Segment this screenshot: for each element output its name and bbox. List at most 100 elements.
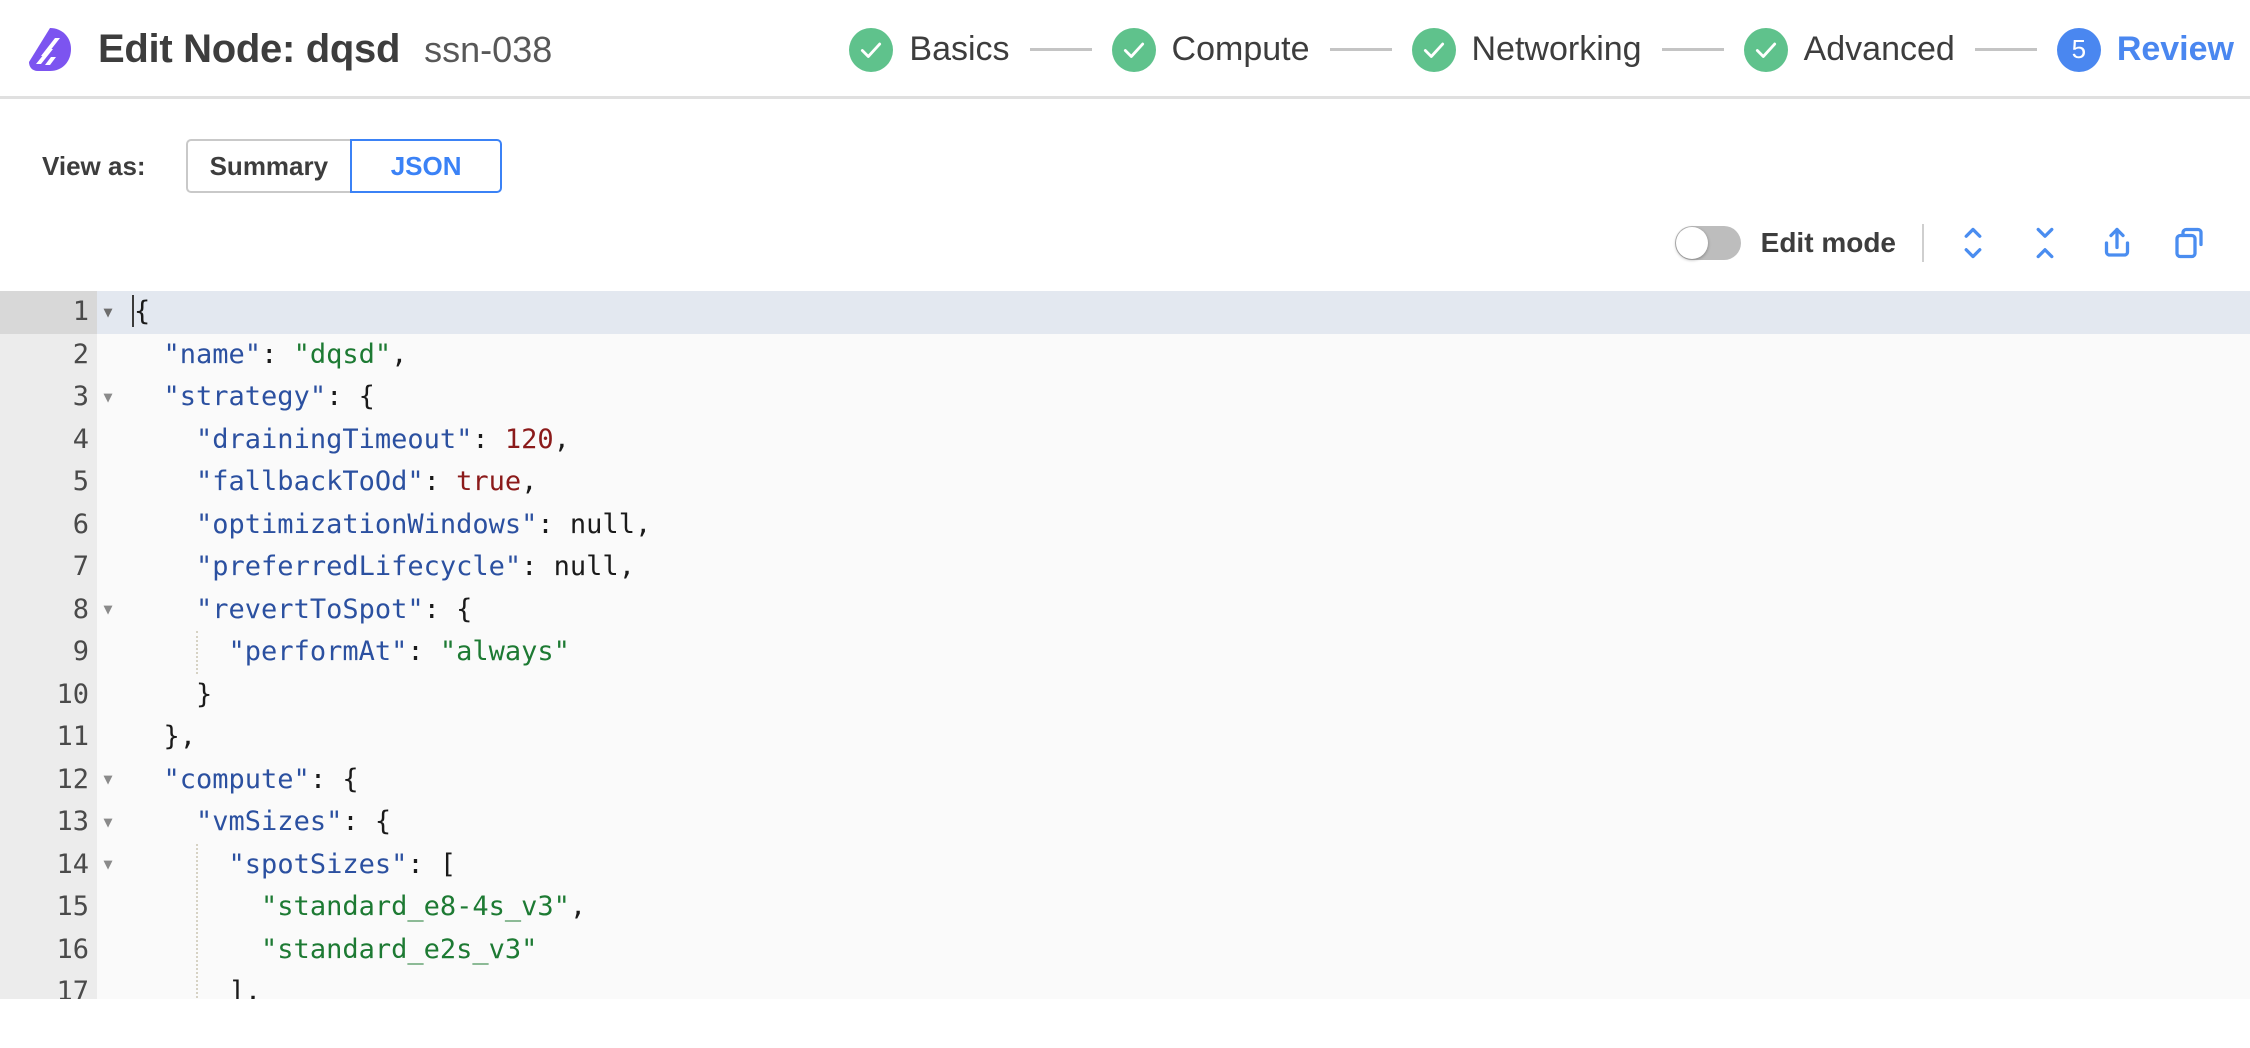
token-key: "revertToSpot" xyxy=(196,593,424,625)
token-punc: : xyxy=(472,423,505,455)
code-line[interactable]: 12 ▼ "compute": { xyxy=(0,758,2250,802)
code-line[interactable]: 10 } xyxy=(0,673,2250,717)
expand-all-icon[interactable] xyxy=(1950,220,1996,266)
token-punc: , xyxy=(391,338,408,370)
step-number: 5 xyxy=(2071,34,2087,64)
code-text: "vmSizes": { xyxy=(119,801,2250,844)
token-punc: , xyxy=(521,466,538,497)
toolbar-divider xyxy=(1922,224,1924,262)
edit-mode-switch[interactable] xyxy=(1674,226,1741,260)
token-bool: true xyxy=(456,466,522,497)
code-line[interactable]: 3▼ "strategy": { xyxy=(0,376,2250,419)
code-text: "spotSizes": [ xyxy=(119,844,2250,887)
code-line[interactable]: 8▼ "revertToSpot": { xyxy=(0,588,2250,631)
view-as-option-json[interactable]: JSON xyxy=(350,139,503,193)
token-str: "dqsd" xyxy=(293,338,392,370)
step-label: Basics xyxy=(909,30,1010,68)
token-key: "compute" xyxy=(163,763,310,795)
fold-spacer xyxy=(97,716,119,759)
fold-arrow-icon[interactable]: ▼ xyxy=(103,387,113,406)
json-editor[interactable]: 1▼{2 "name": "dqsd",3▼ "strategy": {4 "d… xyxy=(0,291,2250,999)
code-text: } xyxy=(119,674,2250,717)
edit-mode-toggle[interactable]: Edit mode xyxy=(1674,226,1896,260)
step-connector xyxy=(1029,48,1092,51)
code-text: "preferredLifecycle": null, xyxy=(119,546,2250,589)
code-line[interactable]: 6 "optimizationWindows": null, xyxy=(0,503,2250,547)
step-connector xyxy=(1974,48,2037,51)
fold-spacer xyxy=(97,546,119,589)
line-number: 2 xyxy=(0,333,97,376)
fold-spacer xyxy=(97,886,119,929)
step-label: Compute xyxy=(1171,30,1310,68)
code-text: "compute": { xyxy=(119,759,2250,802)
step-label: Advanced xyxy=(1803,30,1955,68)
fold-arrow-icon[interactable]: ▼ xyxy=(103,302,113,321)
code-line[interactable]: 15 "standard_e8-4s_v3", xyxy=(0,886,2250,929)
token-punc: , xyxy=(553,423,570,455)
code-line[interactable]: 1▼{ xyxy=(0,291,2250,334)
fold-spacer xyxy=(97,334,119,377)
code-line[interactable]: 4 "drainingTimeout": 120, xyxy=(0,418,2250,462)
code-line[interactable]: 7 "preferredLifecycle": null, xyxy=(0,546,2250,589)
token-key: "optimizationWindows" xyxy=(196,508,538,540)
fold-arrow-icon[interactable]: ▼ xyxy=(103,770,113,789)
token-punc: : { xyxy=(326,381,375,412)
code-line[interactable]: 16 "standard_e2s_v3" xyxy=(0,928,2250,972)
token-key: "name" xyxy=(163,338,262,370)
code-line[interactable]: 2 "name": "dqsd", xyxy=(0,333,2250,377)
collapse-all-icon[interactable] xyxy=(2022,220,2068,266)
token-plain xyxy=(131,674,196,717)
line-number: 4 xyxy=(0,418,97,461)
fold-spacer xyxy=(97,419,119,462)
check-icon xyxy=(1111,27,1156,72)
code-line[interactable]: 17 ], xyxy=(0,971,2250,999)
code-text: "standard_e2s_v3" xyxy=(119,929,2250,972)
token-plain xyxy=(131,461,196,504)
code-text: "strategy": { xyxy=(119,376,2250,419)
code-text: ], xyxy=(119,971,2250,999)
token-key: "spotSizes" xyxy=(228,848,408,880)
token-key: "preferredLifecycle" xyxy=(196,551,522,582)
token-punc: } xyxy=(196,678,213,710)
page-title: Edit Node: dqsd xyxy=(98,27,401,71)
code-line[interactable]: 14▼ "spotSizes": [ xyxy=(0,843,2250,887)
line-number: 12 xyxy=(0,758,97,801)
step-connector xyxy=(1661,48,1724,51)
fold-arrow-icon[interactable]: ▼ xyxy=(103,600,113,619)
step-compute[interactable]: Compute xyxy=(1111,27,1310,72)
view-as-option-summary[interactable]: Summary xyxy=(185,139,351,193)
token-punc: , xyxy=(569,891,587,922)
fold-arrow-icon[interactable]: ▼ xyxy=(103,855,113,874)
fold-spacer xyxy=(97,674,119,717)
token-plain xyxy=(131,716,164,759)
fold-spacer xyxy=(97,504,119,547)
line-number: 13 xyxy=(0,801,97,844)
code-line[interactable]: 5 "fallbackToOd": true, xyxy=(0,461,2250,504)
code-text: "performAt": "always" xyxy=(119,631,2250,674)
token-punc: { xyxy=(134,296,151,327)
line-number: 15 xyxy=(0,886,97,929)
token-plain xyxy=(131,844,229,887)
json-editor-lines[interactable]: 1▼{2 "name": "dqsd",3▼ "strategy": {4 "d… xyxy=(0,291,2250,999)
code-line[interactable]: 9 "performAt": "always" xyxy=(0,631,2250,674)
line-number: 11 xyxy=(0,716,97,759)
step-networking[interactable]: Networking xyxy=(1411,27,1642,72)
token-key: "vmSizes" xyxy=(196,806,343,837)
token-punc: , xyxy=(618,551,635,582)
editor-toolbar: Edit mode xyxy=(0,195,2250,291)
step-basics[interactable]: Basics xyxy=(849,27,1010,72)
token-key: "performAt" xyxy=(228,636,408,667)
step-label: Networking xyxy=(1471,30,1642,68)
token-punc: : xyxy=(261,338,294,370)
export-icon[interactable] xyxy=(2094,220,2140,266)
token-str: "always" xyxy=(439,636,570,667)
copy-icon[interactable] xyxy=(2166,220,2212,266)
fold-arrow-icon[interactable]: ▼ xyxy=(103,812,113,831)
code-line[interactable]: 13 ▼ "vmSizes": { xyxy=(0,801,2250,844)
token-plain xyxy=(131,631,229,674)
code-line[interactable]: 11 }, xyxy=(0,716,2250,759)
step-advanced[interactable]: Advanced xyxy=(1743,27,1955,72)
